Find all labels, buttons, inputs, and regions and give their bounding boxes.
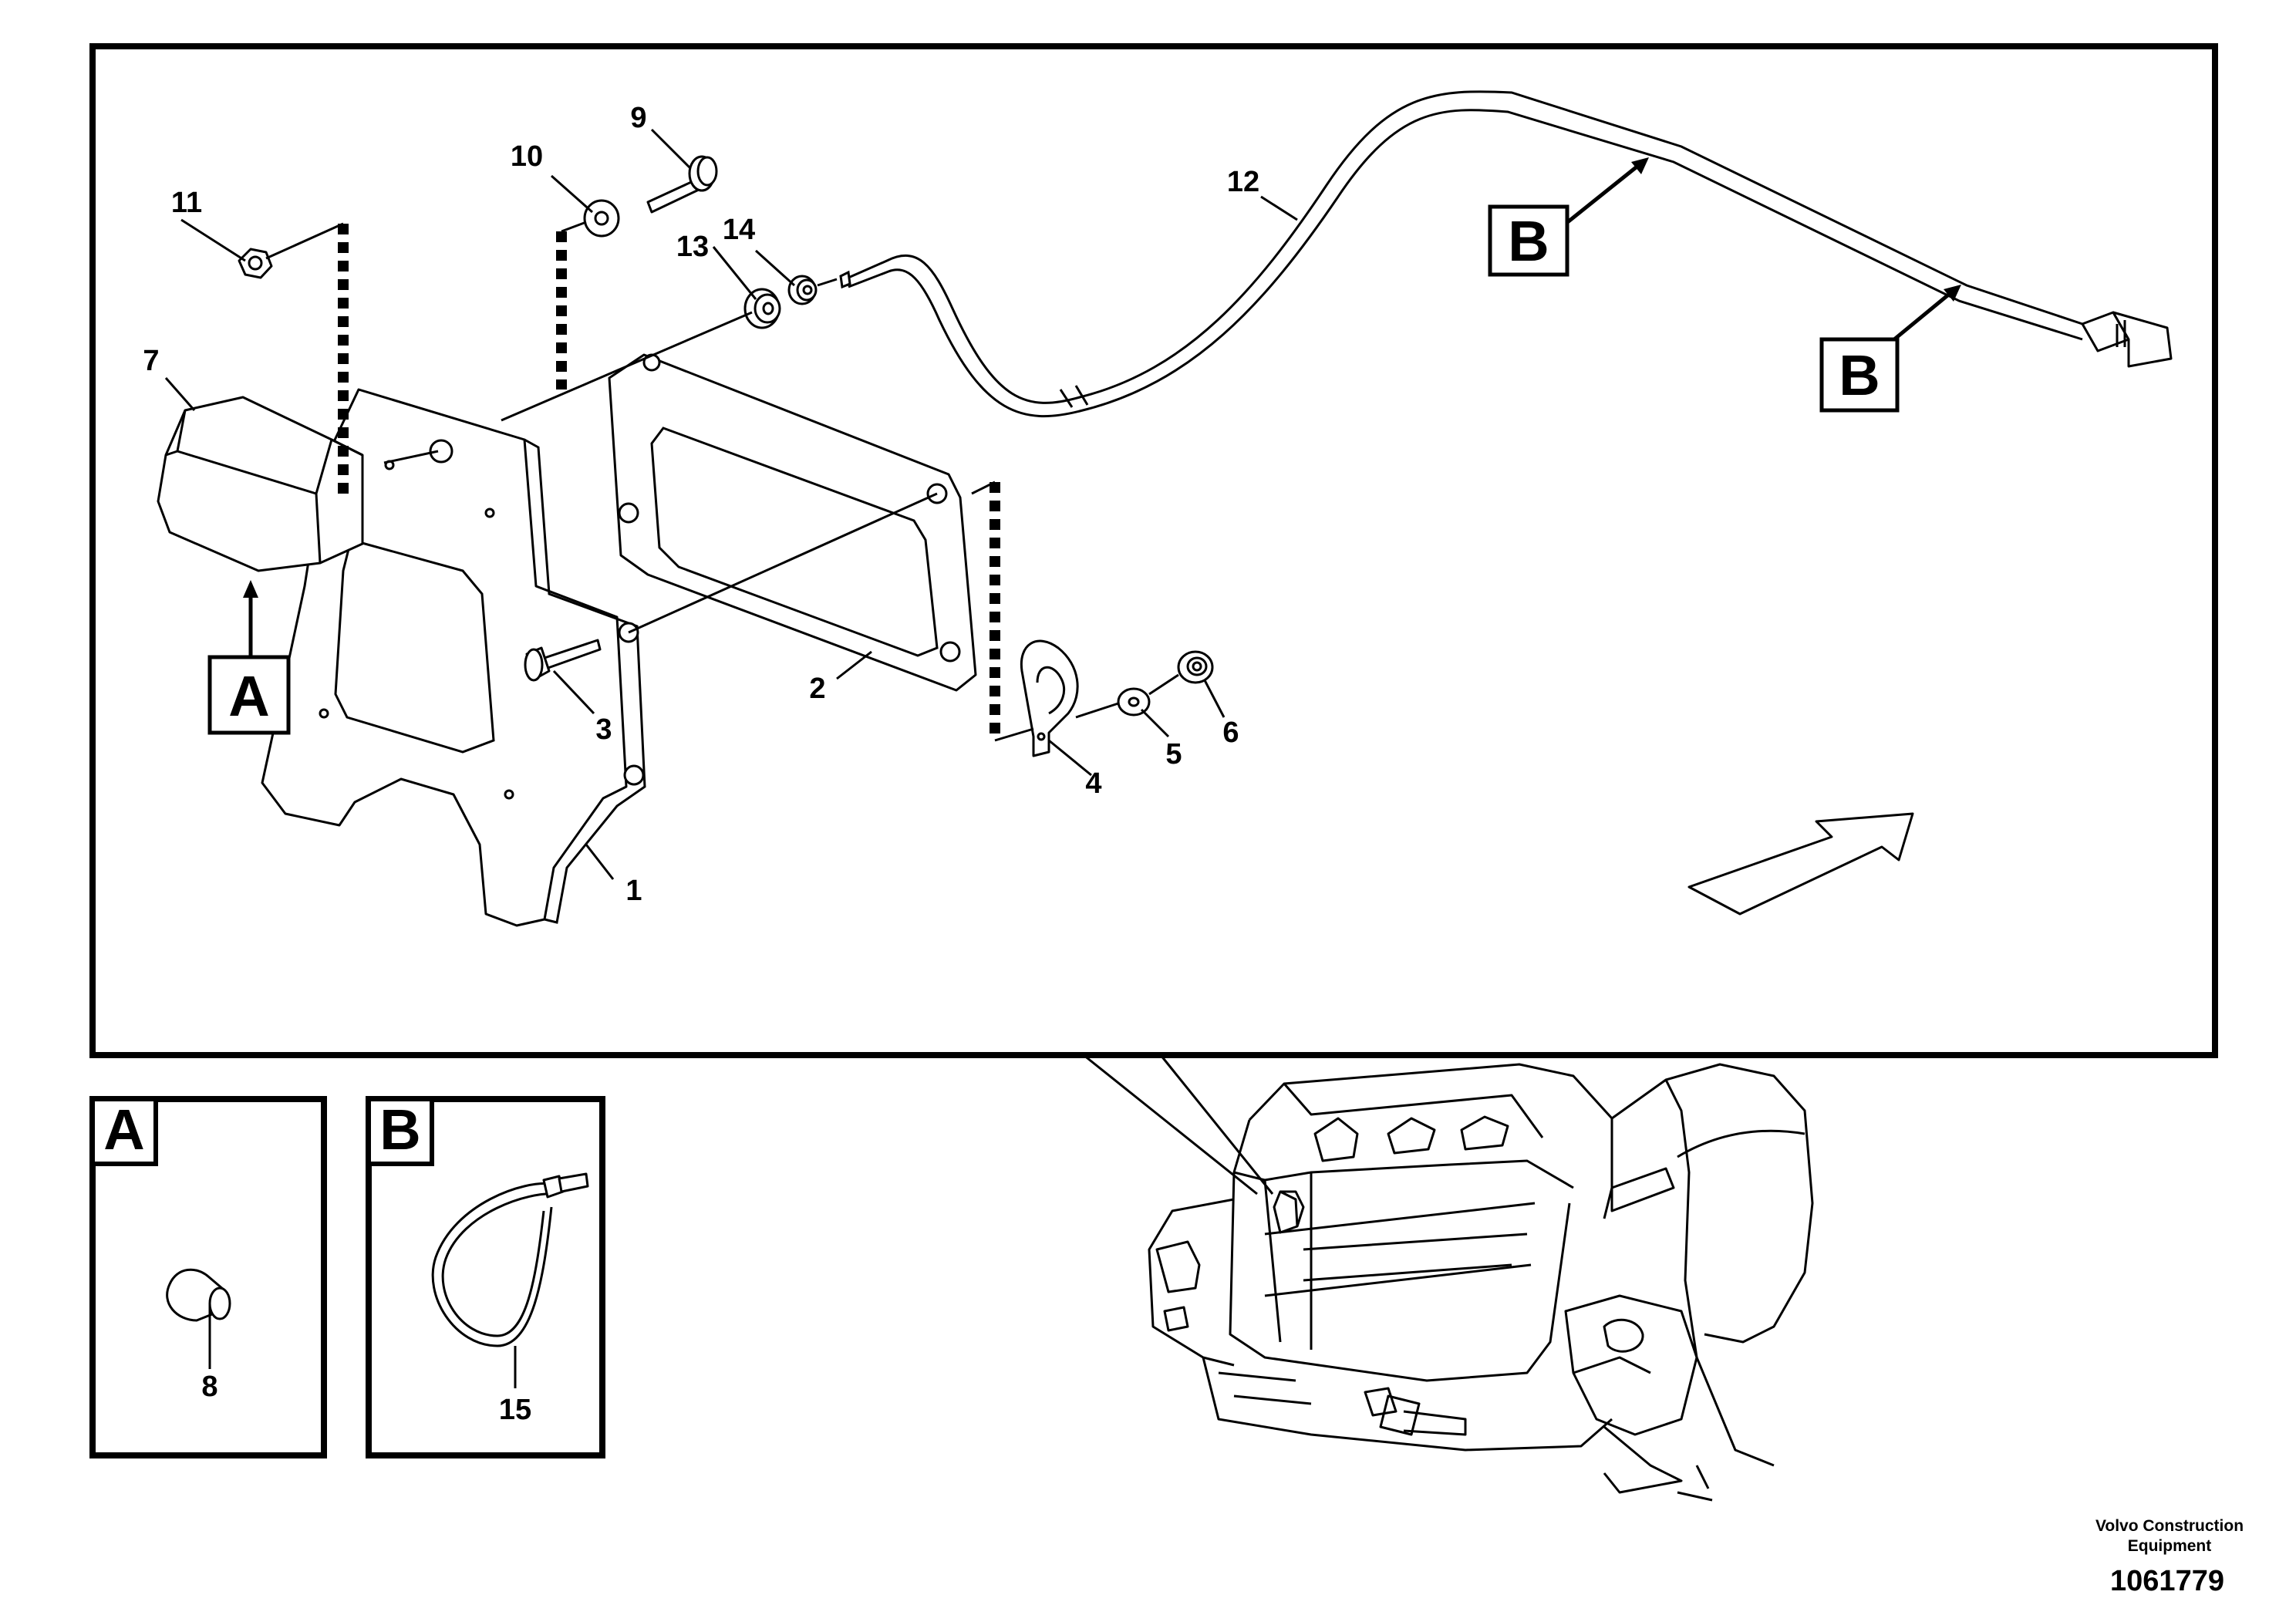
screw [646, 155, 718, 214]
part-label-4: 4 [1085, 767, 1101, 800]
inset-b-label: B [379, 1098, 420, 1162]
inset-a-frame [89, 1096, 327, 1458]
flat-washer [1117, 687, 1151, 717]
bolt [524, 639, 602, 682]
p-clip [1020, 639, 1079, 757]
callout-box-a: A [207, 655, 291, 735]
part-label-12: 12 [1227, 166, 1259, 198]
part-labels: 1 2 3 4 5 6 7 8 9 10 11 12 13 14 15 [143, 102, 1259, 1426]
machine-front-view [1148, 1063, 1814, 1502]
part-label-3: 3 [595, 713, 612, 746]
part-label-14: 14 [723, 214, 755, 246]
inset-b-frame [366, 1096, 605, 1458]
washer [583, 199, 620, 238]
grommet-small [787, 275, 818, 305]
footer: Volvo Construction Equipment 1061779 [2095, 1517, 2244, 1597]
callout-b2-label: B [1839, 343, 1880, 407]
figure-number: 1061779 [2110, 1565, 2224, 1597]
direction-arrow [1687, 812, 1914, 916]
credit-line-1: Volvo Construction [2095, 1517, 2244, 1535]
part-label-15: 15 [499, 1394, 531, 1426]
leader-lines [164, 128, 1961, 880]
gasket [608, 353, 977, 692]
part-label-7: 7 [143, 345, 159, 377]
part-label-2: 2 [809, 673, 825, 705]
callout-box-b2: B [1819, 337, 1900, 413]
part-label-13: 13 [676, 231, 709, 263]
part-label-9: 9 [630, 102, 646, 134]
cable-harness [839, 90, 2173, 418]
grommet [743, 288, 781, 329]
main-detail-frame [89, 43, 2218, 1195]
inset-a-label: A [103, 1098, 144, 1162]
nut [238, 248, 273, 279]
part-label-8: 8 [201, 1371, 217, 1403]
cable-tie [431, 1172, 589, 1388]
callout-a-label: A [228, 664, 269, 728]
flange-nut [1177, 650, 1214, 684]
assembly-lines [265, 221, 1179, 742]
part-label-10: 10 [511, 140, 543, 173]
callout-b1-label: B [1508, 209, 1549, 273]
bulb [166, 1268, 231, 1369]
lamp-housing [157, 396, 364, 572]
callout-box-b1: B [1488, 204, 1569, 277]
credit-line-2: Equipment [2128, 1537, 2212, 1555]
part-label-1: 1 [625, 875, 642, 907]
part-label-11: 11 [171, 187, 202, 219]
part-label-6: 6 [1222, 717, 1239, 749]
part-label-5: 5 [1165, 738, 1182, 771]
